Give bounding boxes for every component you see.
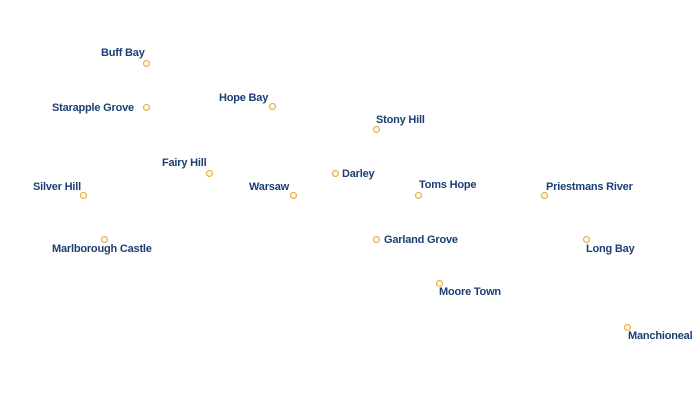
place-marker-moore-town[interactable] bbox=[436, 280, 443, 287]
place-label-buff-bay: Buff Bay bbox=[101, 47, 145, 59]
place-label-hope-bay: Hope Bay bbox=[219, 92, 269, 104]
place-label-fairy-hill: Fairy Hill bbox=[162, 157, 207, 169]
place-label-marlborough-castle: Marlborough Castle bbox=[52, 243, 152, 255]
place-marker-toms-hope[interactable] bbox=[415, 192, 422, 199]
place-marker-warsaw[interactable] bbox=[290, 192, 297, 199]
place-marker-buff-bay[interactable] bbox=[143, 60, 150, 67]
place-marker-long-bay[interactable] bbox=[583, 236, 590, 243]
place-label-garland-grove: Garland Grove bbox=[384, 234, 458, 246]
place-marker-darley[interactable] bbox=[332, 170, 339, 177]
place-marker-manchioneal[interactable] bbox=[624, 324, 631, 331]
place-marker-fairy-hill[interactable] bbox=[206, 170, 213, 177]
place-label-starapple-grove: Starapple Grove bbox=[52, 102, 134, 114]
place-marker-starapple-grove[interactable] bbox=[143, 104, 150, 111]
place-label-long-bay: Long Bay bbox=[586, 243, 635, 255]
place-label-moore-town: Moore Town bbox=[439, 286, 501, 298]
place-marker-marlborough-castle[interactable] bbox=[101, 236, 108, 243]
place-label-stony-hill: Stony Hill bbox=[376, 114, 425, 126]
place-label-warsaw: Warsaw bbox=[249, 181, 289, 193]
place-label-priestmans-river: Priestmans River bbox=[546, 181, 633, 193]
place-marker-hope-bay[interactable] bbox=[269, 103, 276, 110]
place-marker-stony-hill[interactable] bbox=[373, 126, 380, 133]
place-label-manchioneal: Manchioneal bbox=[628, 330, 693, 342]
place-marker-priestmans-river[interactable] bbox=[541, 192, 548, 199]
place-label-silver-hill: Silver Hill bbox=[33, 181, 81, 193]
place-marker-garland-grove[interactable] bbox=[373, 236, 380, 243]
place-label-toms-hope: Toms Hope bbox=[419, 179, 477, 191]
place-label-darley: Darley bbox=[342, 168, 375, 180]
place-marker-silver-hill[interactable] bbox=[80, 192, 87, 199]
